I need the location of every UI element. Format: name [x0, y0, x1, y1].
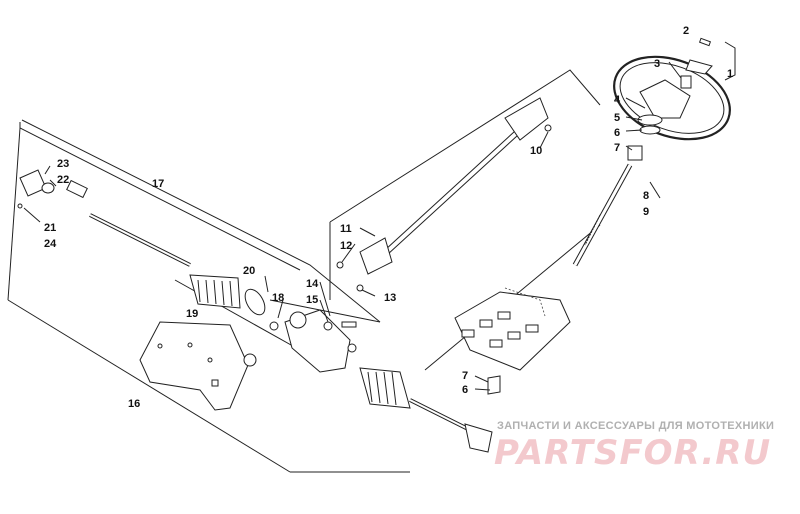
- column-bushings: [627, 114, 663, 161]
- column-mount-bracket: [454, 287, 571, 395]
- callout-14: 14: [306, 278, 319, 290]
- callout-9: 9: [643, 206, 649, 218]
- callout-24: 24: [44, 238, 57, 250]
- callout-13: 13: [384, 292, 396, 304]
- callout-15: 15: [306, 294, 318, 306]
- callout-21: 21: [44, 222, 56, 234]
- callout-6: 6: [614, 127, 620, 139]
- callout-labels: 1 2 3 4 5 6 7 8 9 10 11 12 13 14 15 16 1…: [44, 25, 733, 410]
- callout-3: 3: [654, 58, 660, 70]
- tie-rod-left: [17, 169, 191, 267]
- watermark-logo: PARTSFOR.RU: [494, 433, 772, 473]
- steering-wheel: [613, 37, 731, 141]
- callout-16: 16: [128, 398, 140, 410]
- watermark-tagline: ЗАПЧАСТИ И АКСЕССУАРЫ ДЛЯ МОТОТЕХНИКИ: [497, 420, 775, 432]
- callout-17: 17: [152, 178, 164, 190]
- callout-2: 2: [683, 25, 689, 37]
- callout-1: 1: [727, 68, 733, 80]
- callout-22: 22: [57, 174, 69, 186]
- callout-6-lower: 6: [462, 384, 468, 396]
- callout-7: 7: [614, 142, 620, 154]
- callout-leaders: [23, 61, 682, 391]
- callout-8: 8: [643, 190, 649, 202]
- callout-23: 23: [57, 158, 69, 170]
- rack-boot-left: [189, 274, 279, 331]
- intermediate-shaft: [336, 97, 552, 292]
- callout-11: 11: [340, 223, 352, 235]
- steering-column-shaft: [572, 163, 661, 267]
- rack-mount-bracket: [139, 321, 257, 411]
- callout-12: 12: [340, 240, 352, 252]
- callout-10: 10: [530, 145, 542, 157]
- callout-19: 19: [186, 308, 198, 320]
- callout-5: 5: [614, 112, 620, 124]
- callout-20: 20: [243, 265, 255, 277]
- callout-7-lower: 7: [462, 370, 468, 382]
- callout-18: 18: [272, 292, 284, 304]
- callout-4: 4: [614, 94, 621, 106]
- steering-rack: [284, 309, 493, 453]
